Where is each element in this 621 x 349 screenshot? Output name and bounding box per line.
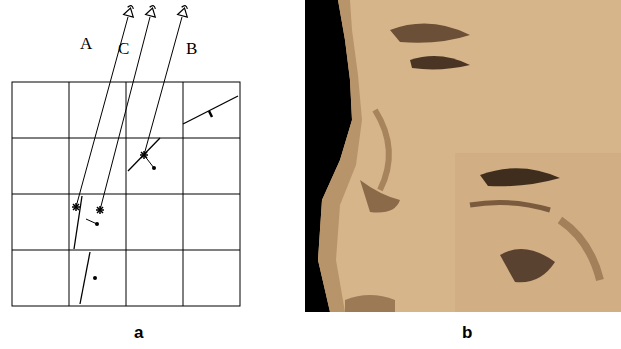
normals — [86, 155, 154, 224]
sample-dots — [93, 166, 156, 280]
surface-segments — [74, 96, 238, 304]
rendered-face — [305, 0, 621, 312]
rays — [76, 17, 182, 210]
eye-symbols — [124, 4, 190, 17]
ray-label: A — [80, 35, 92, 52]
grid — [12, 82, 240, 306]
ray-label: C — [118, 40, 129, 57]
panel-label: a — [134, 324, 143, 341]
panel-label: b — [462, 324, 472, 341]
ray-label: B — [186, 40, 197, 57]
hit-stars — [72, 151, 148, 214]
